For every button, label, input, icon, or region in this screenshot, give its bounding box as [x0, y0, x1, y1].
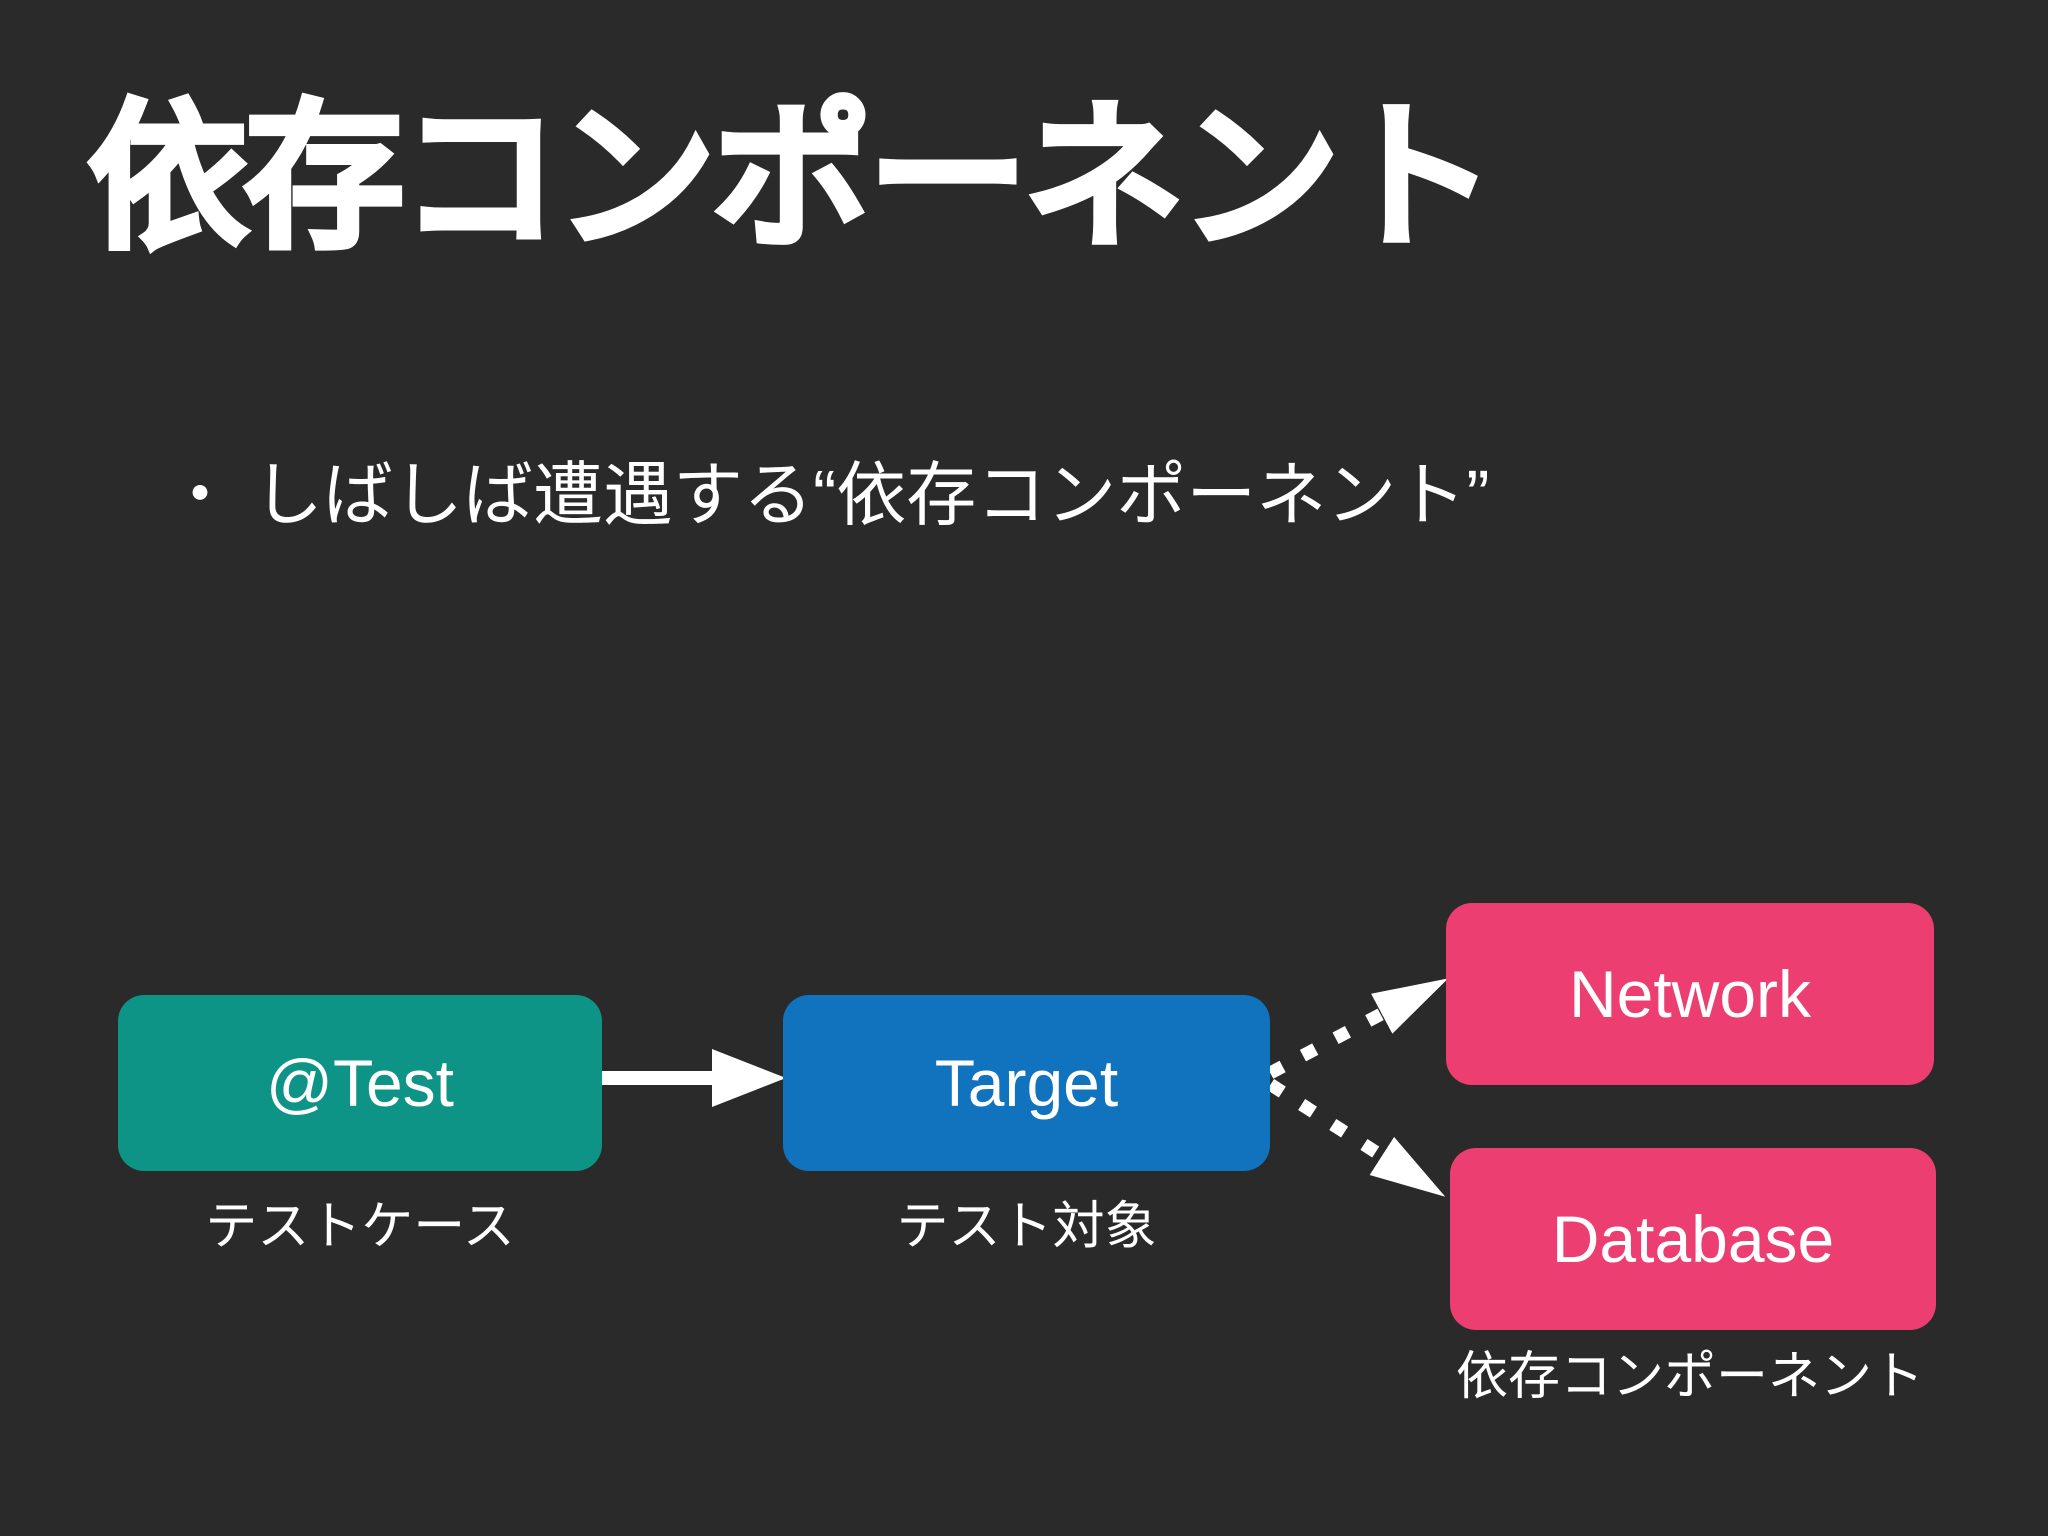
- node-test: @Test: [118, 995, 602, 1171]
- bullet-marker: ・: [165, 456, 235, 534]
- node-target: Target: [783, 995, 1270, 1171]
- arrow-test-to-target: [602, 1049, 786, 1107]
- arrow-target-to-network: [1267, 978, 1449, 1079]
- node-target-caption: テスト対象: [896, 1198, 1157, 1256]
- node-network: Network: [1446, 903, 1934, 1085]
- node-database: Database: [1450, 1148, 1936, 1330]
- slide-title: 依存コンポーネント: [85, 86, 1498, 270]
- bullet-text: しばしば遭遇する“依存コンポーネント”: [253, 456, 1490, 534]
- dependencies-caption: 依存コンポーネント: [1455, 1348, 1924, 1406]
- bullet-item: ・ しばしば遭遇する“依存コンポーネント”: [165, 455, 1490, 536]
- arrow-target-to-database: [1267, 1079, 1446, 1197]
- node-test-caption: テストケース: [205, 1198, 515, 1256]
